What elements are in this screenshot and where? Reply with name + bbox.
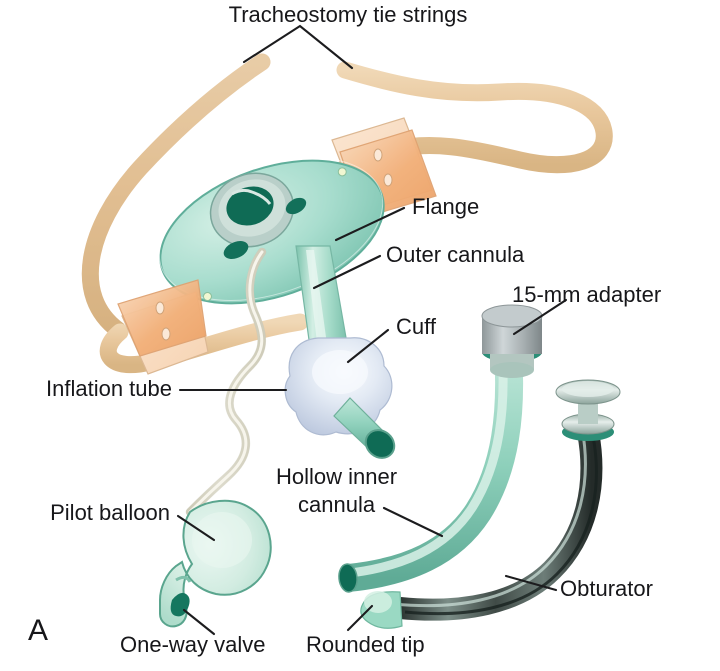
label-adapter: 15-mm adapter [512, 282, 661, 307]
label-one-way-valve: One-way valve [120, 632, 266, 657]
hollow-inner-cannula-graphic [338, 304, 543, 593]
label-outer-cannula: Outer cannula [386, 242, 525, 267]
flange-hub [209, 172, 307, 260]
leader-hollow-inner-cannula [382, 506, 444, 538]
label-tie-strings: Tracheostomy tie strings [229, 2, 468, 27]
tie-tab-left-slot-bottom [161, 327, 171, 341]
leader-rounded-tip [346, 604, 374, 632]
leader-cuff [346, 328, 390, 364]
label-hollow-inner-cannula-line2: cannula [298, 492, 376, 517]
cuff-graphic [284, 337, 393, 436]
label-rounded-tip: Rounded tip [306, 632, 425, 657]
tie-string-right-path [336, 61, 613, 174]
leader-tie-strings [242, 24, 354, 70]
tie-tab-right-slot-top [373, 148, 383, 162]
tie-string-left-path [81, 53, 271, 339]
flange-eyelet-left [202, 292, 212, 302]
obturator-graphic [360, 379, 621, 629]
outer-cannula-graphic [284, 245, 396, 459]
leader-adapter [512, 298, 568, 336]
leader-outer-cannula [312, 254, 382, 290]
leader-pilot-balloon [176, 514, 216, 542]
flange-graphic [117, 117, 437, 375]
tie-tab-left [117, 279, 207, 357]
inner-cannula-tube [346, 351, 524, 592]
inner-cannula-opening [338, 563, 358, 593]
label-inflation-tube: Inflation tube [46, 376, 172, 401]
label-hollow-inner-cannula-line1: Hollow inner [276, 464, 397, 489]
adapter-graphic [481, 304, 543, 378]
label-pilot-balloon: Pilot balloon [50, 500, 170, 525]
panel-letter: A [28, 614, 48, 647]
obturator-tube [398, 430, 603, 621]
flange-eyelet-right [337, 167, 347, 177]
tie-tab-left-slot-top [155, 301, 165, 315]
label-obturator: Obturator [560, 576, 653, 601]
flange-vent-left [223, 240, 249, 260]
inflation-tube-graphic [185, 247, 267, 517]
flange-vent-right [285, 197, 307, 215]
leader-lines [176, 24, 568, 636]
leader-flange [334, 206, 406, 242]
adapter-top-opening [481, 304, 543, 328]
leader-one-way-valve [182, 608, 216, 636]
tie-tab-right-slot-bottom [383, 173, 393, 187]
outer-cannula-tip-opening [364, 429, 396, 459]
label-cuff: Cuff [396, 314, 437, 339]
leader-obturator [504, 574, 558, 592]
label-flange: Flange [412, 194, 479, 219]
